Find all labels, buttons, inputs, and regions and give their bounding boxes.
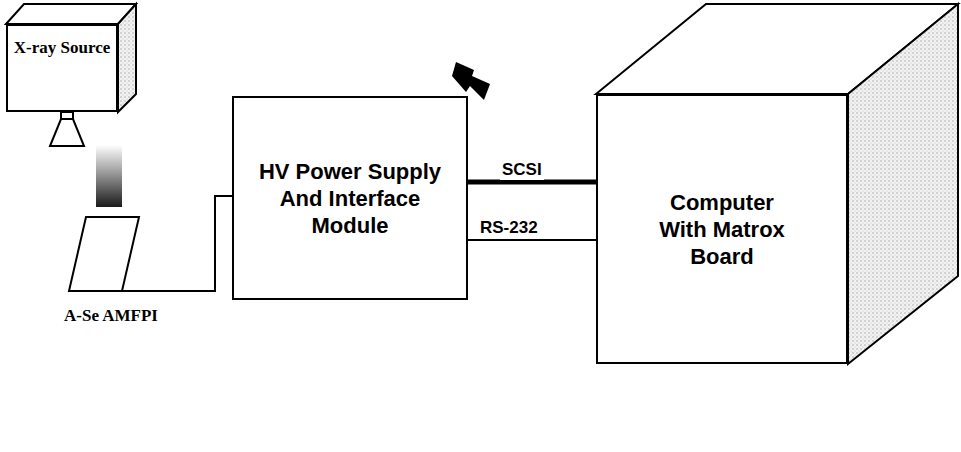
connector-line: [122, 196, 232, 291]
box-label: Computer With Matrox Board: [647, 189, 797, 270]
xray-beam: [96, 145, 122, 207]
collimator-cone: [50, 119, 84, 146]
edge-label: RS-232: [478, 218, 540, 238]
source-side-face: [118, 4, 136, 112]
source-top-face: [6, 4, 136, 24]
detector-label: A-Se AMFPI: [64, 306, 158, 326]
interface-module-box: HV Power Supply And Interface Module: [232, 96, 468, 300]
source-box: X-ray Source: [6, 24, 118, 112]
detector-outline: [68, 216, 140, 292]
collimator-stem: [61, 112, 73, 119]
connector-line: [468, 239, 596, 241]
edge-label: SCSI: [500, 160, 544, 180]
computer-side-face: [848, 4, 958, 364]
connector-line: [468, 180, 596, 185]
detector-panel: A-Se AMFPI: [68, 216, 140, 292]
lightning-bolt: [452, 62, 490, 100]
box-label: X-ray Source: [14, 38, 110, 58]
box-label: HV Power Supply And Interface Module: [258, 158, 442, 239]
computer-box: Computer With Matrox Board: [596, 94, 848, 364]
detector-plate: [69, 217, 139, 291]
